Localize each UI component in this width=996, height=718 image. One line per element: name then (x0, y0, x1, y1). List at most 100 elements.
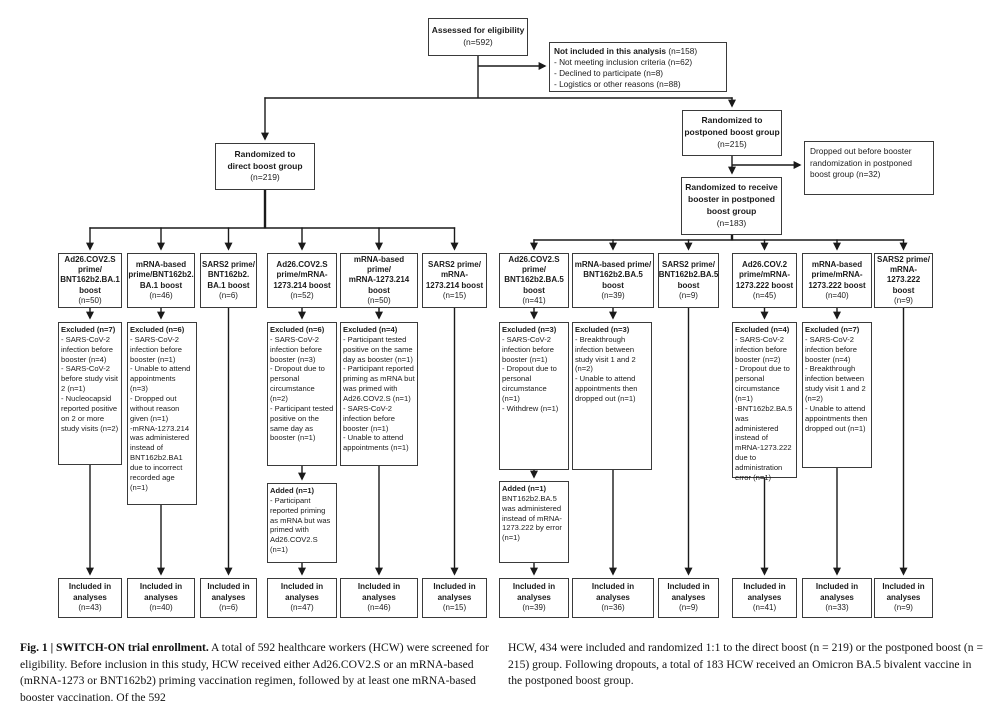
arm-box-ad26-bnt-ba1: Ad26.COV2.S prime/ BNT162b2.BA.1 boost(n… (58, 253, 122, 308)
excluded-header: Excluded (n=7) (805, 325, 860, 334)
arm-label: mRNA-based prime/BNT162b2. BA.1 boost (128, 260, 194, 290)
included-label: Included in analyses (591, 582, 635, 602)
figure-caption-right: HCW, 434 were included and randomized 1:… (508, 640, 984, 690)
arm-label: SARS2 prime/ mRNA- 1273.222 boost (877, 255, 930, 295)
included-n: (n=43) (78, 603, 102, 613)
included-n: (n=36) (601, 603, 625, 613)
included-n: (n=39) (522, 603, 546, 613)
arm-n: (n=46) (149, 290, 173, 300)
included-box: Included in analyses(n=46) (340, 578, 418, 618)
arm-label: mRNA-based prime/ mRNA-1273.214 boost (348, 255, 410, 295)
included-n: (n=33) (825, 603, 849, 613)
included-label: Included in analyses (882, 582, 925, 602)
included-n: (n=47) (290, 603, 314, 613)
excluded-header: Excluded (n=6) (130, 325, 185, 334)
arm-box-sars2-1273-222: SARS2 prime/ mRNA- 1273.222 boost(n=9) (874, 253, 933, 308)
included-label: Included in analyses (207, 582, 250, 602)
excluded-body: - Participant tested positive on the sam… (343, 334, 415, 453)
excluded-header: Excluded (n=7) (61, 325, 116, 334)
included-box: Included in analyses(n=36) (572, 578, 654, 618)
added-body: BNT162b2.BA.5 was administered instead o… (502, 493, 562, 543)
arm-box-ad26-1273-222: Ad26.COV.2 prime/mRNA- 1273.222 boost(n=… (732, 253, 797, 308)
included-box: Included in analyses(n=43) (58, 578, 122, 618)
arm-box-mrna-bnt-ba5: mRNA-based prime/ BNT162b2.BA.5 boost(n=… (572, 253, 654, 308)
excluded-box: Excluded (n=4) - Participant tested posi… (340, 322, 418, 466)
arm-box-ad26-1273-214: Ad26.COV2.S prime/mRNA- 1273.214 boost(n… (267, 253, 337, 308)
excluded-header: Excluded (n=3) (575, 325, 630, 334)
randomized-direct-box: Randomized to direct boost group (n=219) (215, 143, 315, 190)
included-box: Included in analyses(n=41) (732, 578, 797, 618)
arm-label: Ad26.COV2.S prime/mRNA- 1273.214 boost (273, 260, 331, 290)
included-label: Included in analyses (139, 582, 183, 602)
included-label: Included in analyses (667, 582, 710, 602)
excluded-box: Excluded (n=6) - SARS-CoV-2 infection be… (127, 322, 197, 505)
not-included-title: Not included in this analysis (554, 46, 667, 56)
dropped-out-text: Dropped out before booster randomization… (810, 146, 912, 180)
arm-n: (n=39) (601, 290, 625, 300)
excluded-body: - SARS-CoV-2 infection before booster (n… (130, 334, 191, 492)
arm-box-sars2-bnt-ba1: SARS2 prime/ BNT162b2. BA.1 boost(n=6) (200, 253, 257, 308)
dropped-out-box: Dropped out before booster randomization… (804, 141, 934, 195)
arm-n: (n=50) (78, 295, 102, 305)
not-included-box: Not included in this analysis (n=158) - … (549, 42, 727, 92)
added-box: Added (n=1) - Participant reported primi… (267, 483, 337, 563)
excluded-box: Excluded (n=7) - SARS-CoV-2 infection be… (58, 322, 122, 465)
arm-box-mrna-bnt-ba1: mRNA-based prime/BNT162b2. BA.1 boost(n=… (127, 253, 195, 308)
added-box: Added (n=1) BNT162b2.BA.5 was administer… (499, 481, 569, 563)
randomized-booster-box: Randomized to receive booster in postpon… (681, 177, 782, 235)
randomized-postponed-title: Randomized to postponed boost group (684, 115, 780, 138)
excluded-box: Excluded (n=4) - SARS-CoV-2 infection be… (732, 322, 797, 482)
caption-left-text: A total of 592 healthcare workers (HCW) … (20, 641, 489, 705)
randomized-postponed-n: (n=215) (717, 138, 747, 149)
arm-n: (n=52) (290, 290, 314, 300)
included-box: Included in analyses(n=15) (422, 578, 487, 618)
randomized-direct-title: Randomized to direct boost group (227, 148, 303, 171)
excluded-body: - SARS-CoV-2 infection before booster (n… (502, 334, 559, 413)
arm-box-sars2-1273-214: SARS2 prime/ mRNA- 1273.214 boost(n=15) (422, 253, 487, 308)
arm-label: Ad26.COV2.S prime/ BNT162b2.BA.1 boost (60, 255, 120, 295)
included-n: (n=40) (149, 603, 173, 613)
excluded-body: - SARS-CoV-2 infection before booster (n… (805, 334, 868, 433)
arm-n: (n=6) (219, 290, 238, 300)
included-box: Included in analyses(n=40) (127, 578, 195, 618)
included-label: Included in analyses (815, 582, 859, 602)
assessed-n: (n=592) (463, 37, 493, 47)
arm-label: Ad26.COV2.S prime/ BNT162b2.BA.5 boost (504, 255, 564, 295)
figure-caption-left: Fig. 1 | SWITCH-ON trial enrollment. A t… (20, 640, 492, 707)
included-label: Included in analyses (433, 582, 476, 602)
excluded-body: - SARS-CoV-2 infection before booster (n… (61, 334, 119, 433)
included-label: Included in analyses (743, 582, 786, 602)
randomized-postponed-box: Randomized to postponed boost group (n=2… (682, 110, 782, 156)
arm-label: SARS2 prime/ BNT162b2. BA.1 boost (202, 260, 255, 290)
arm-box-mrna-1273-222: mRNA-based prime/mRNA- 1273.222 boost(n=… (802, 253, 872, 308)
excluded-body: - SARS-CoV-2 infection before booster (n… (270, 334, 334, 443)
arm-n: (n=9) (894, 295, 913, 305)
included-n: (n=9) (894, 603, 913, 613)
arm-n: (n=41) (522, 295, 546, 305)
arm-box-sars2-bnt-ba5: SARS2 prime/ BNT162b2.BA.5 boost(n=9) (658, 253, 719, 308)
excluded-header: Excluded (n=4) (735, 325, 790, 334)
arm-box-mrna-1273-214: mRNA-based prime/ mRNA-1273.214 boost(n=… (340, 253, 418, 308)
arm-n: (n=15) (442, 290, 467, 300)
caption-right-text: HCW, 434 were included and randomized 1:… (508, 641, 984, 688)
excluded-body: - Breakthrough infection between study v… (575, 334, 638, 404)
excluded-header: Excluded (n=4) (343, 325, 398, 334)
excluded-box: Excluded (n=6) - SARS-CoV-2 infection be… (267, 322, 337, 466)
added-header: Added (n=1) (270, 486, 315, 495)
arm-label: Ad26.COV.2 prime/mRNA- 1273.222 boost (735, 260, 794, 290)
caption-lead: Fig. 1 | SWITCH-ON trial enrollment. (20, 641, 209, 654)
arm-n: (n=45) (752, 290, 777, 300)
arm-label: SARS2 prime/ BNT162b2.BA.5 boost (658, 260, 719, 290)
arm-n: (n=40) (825, 290, 849, 300)
assessed-title: Assessed for eligibility (431, 25, 525, 36)
included-box: Included in analyses(n=33) (802, 578, 872, 618)
added-body: - Participant reported priming as mRNA b… (270, 495, 331, 555)
assessed-box: Assessed for eligibility (n=592) (428, 18, 528, 56)
included-label: Included in analyses (68, 582, 112, 602)
randomized-direct-n: (n=219) (250, 172, 280, 183)
included-box: Included in analyses(n=9) (658, 578, 719, 618)
randomized-booster-n: (n=183) (716, 217, 747, 228)
not-included-n: (n=158) (666, 46, 698, 56)
included-label: Included in analyses (357, 582, 401, 602)
